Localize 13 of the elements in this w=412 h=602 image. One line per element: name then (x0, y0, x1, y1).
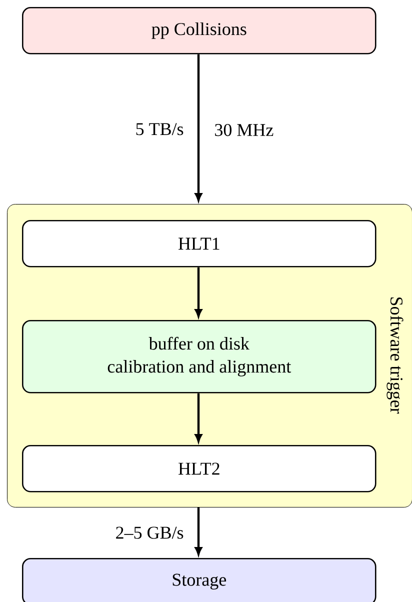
edge-label: 2–5 GB/s (113, 524, 186, 541)
edge-label: 5 TB/s (133, 121, 186, 138)
process-box: HLT2 (22, 445, 376, 492)
arrow (194, 393, 202, 442)
arrow (194, 267, 202, 317)
process-box: Storage (22, 558, 376, 602)
group-label: Software trigger (386, 297, 404, 414)
process-box: HLT1 (22, 220, 376, 268)
process-box: buffer on disk calibration and alignment (22, 320, 376, 394)
process-box: pp Collisions (22, 7, 376, 54)
rate-label: 30 MHz (215, 124, 274, 136)
arrow (194, 54, 202, 201)
arrow (194, 508, 202, 555)
